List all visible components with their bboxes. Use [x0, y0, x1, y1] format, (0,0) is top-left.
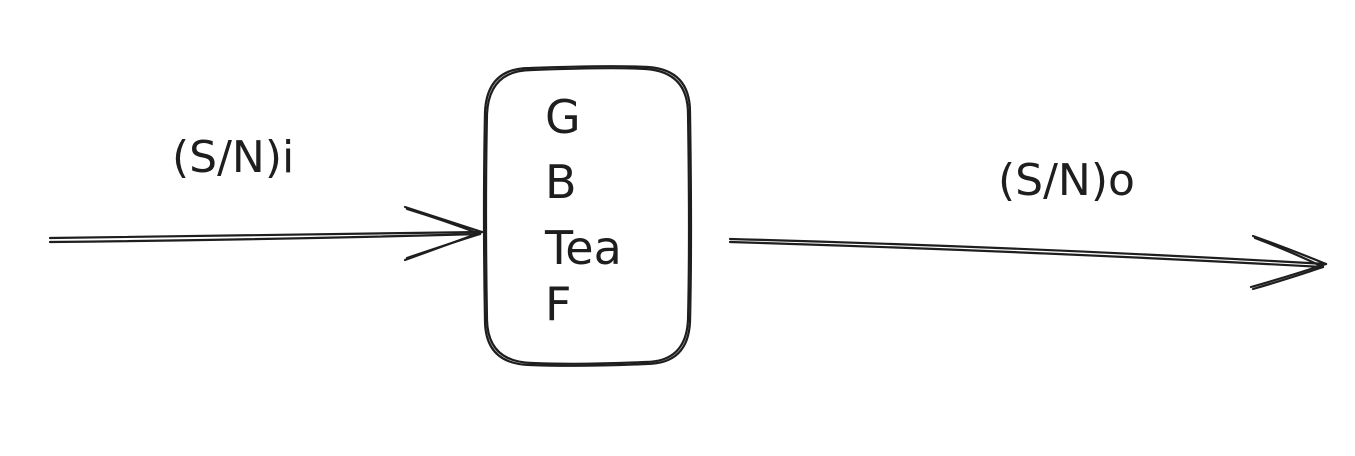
- param-b: B: [545, 155, 577, 209]
- param-f: F: [545, 277, 571, 331]
- output-arrow: [728, 234, 1328, 291]
- input-arrow: [48, 205, 484, 262]
- processing-block: [482, 65, 693, 367]
- input-label: (S/N)i: [172, 132, 294, 183]
- output-label: (S/N)o: [998, 155, 1135, 206]
- param-tea: Tea: [544, 221, 622, 275]
- param-g: G: [545, 90, 581, 144]
